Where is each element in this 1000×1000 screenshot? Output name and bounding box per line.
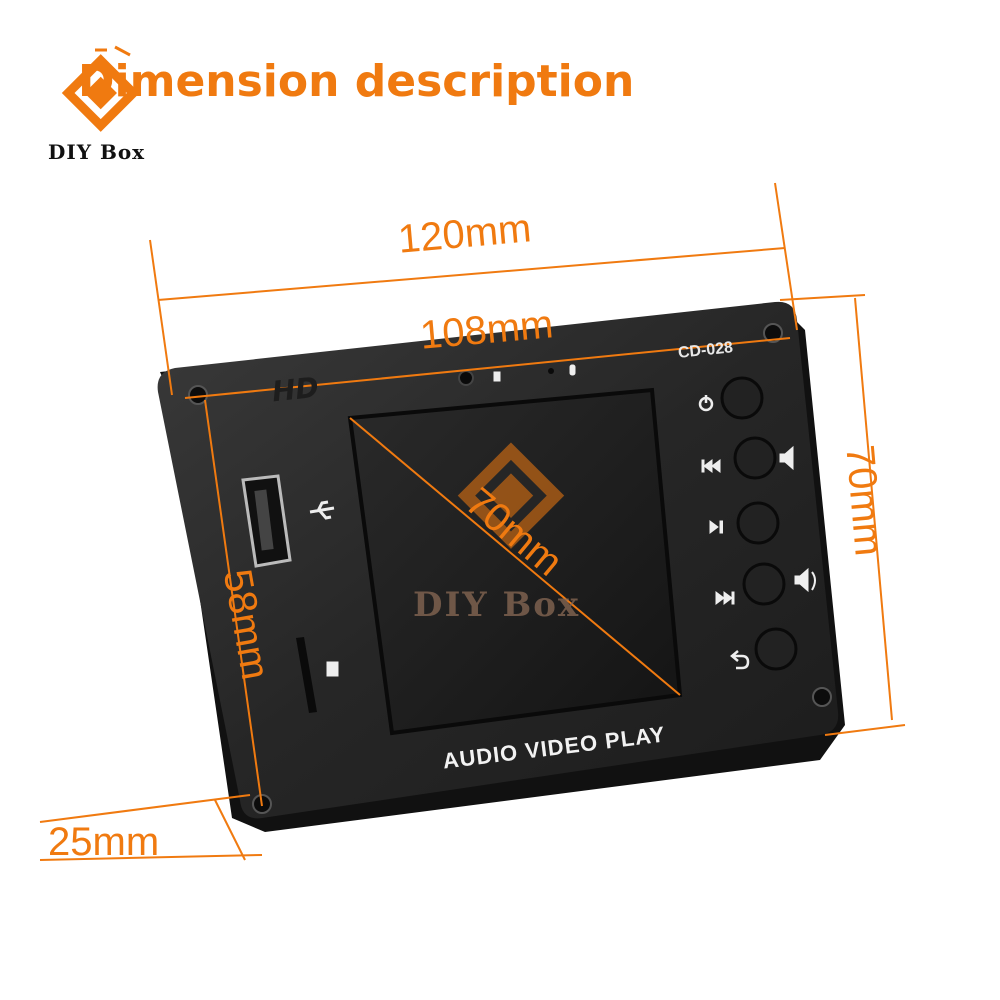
control-buttons (720, 376, 798, 671)
brand-name: DIY Box (48, 140, 146, 164)
watermark-text: DIY Box (413, 585, 581, 625)
watermark-logo (457, 442, 565, 549)
dim-depth: 25mm (48, 820, 160, 864)
page-title: Dimension description (78, 56, 635, 107)
diy-box-logo (61, 45, 140, 132)
sd-card-slot (296, 637, 317, 713)
hd-logo: HD (270, 370, 321, 409)
dim-overall-height: 70mm (837, 443, 891, 558)
